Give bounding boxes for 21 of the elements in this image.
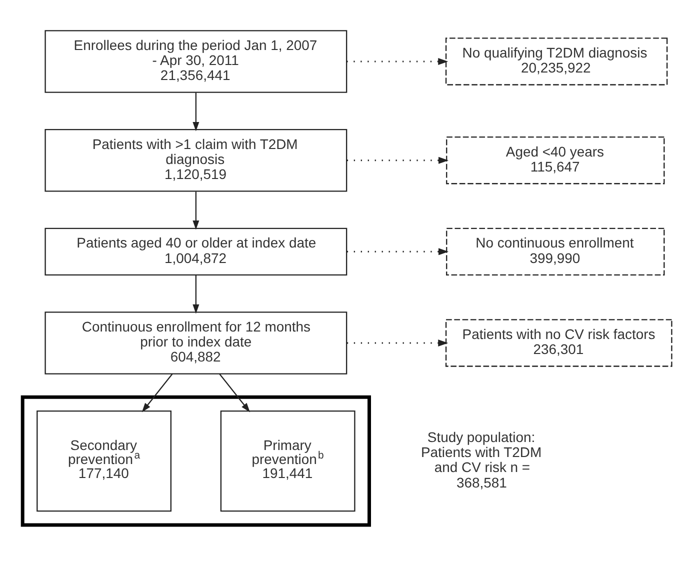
- arrow: [346, 156, 449, 164]
- arrow: [346, 57, 448, 64]
- arrow: [346, 338, 448, 346]
- node-box: No continuous enrollment 399,990: [446, 227, 665, 276]
- node-box: Patients aged 40 or older at index date 1,004,872: [44, 227, 348, 276]
- arrow: [219, 373, 250, 412]
- cluster: [20, 394, 371, 526]
- node-box: Primary prevention$^{b}$ 191,441: [220, 410, 356, 512]
- arrow: [192, 274, 200, 314]
- arrow: [142, 373, 173, 412]
- node-box: Continuous enrollment for 12 months prior to index date 604,882: [44, 311, 348, 374]
- node-box: No qualifying T2DM diagnosis 20,235,922: [445, 37, 668, 85]
- node-box: Patients with >1 claim with T2DM diagnosis 1,120,519: [44, 128, 348, 192]
- arrow: [346, 248, 449, 255]
- node-box: Secondary prevention$^{a}$ 177,140: [36, 410, 172, 512]
- node-box: Enrollees during the period Jan 1, 2007 - Apr 30, 2011 21,356,441: [44, 30, 348, 92]
- node-label: Study population: Patients with T2DM and CV risk n = 368,581: [421, 428, 542, 490]
- arrow: [192, 191, 200, 230]
- node-box: Patients with no CV risk factors 236,301: [445, 318, 672, 366]
- node-box: Aged <40 years 115,647: [446, 136, 665, 184]
- arrow: [192, 92, 200, 131]
